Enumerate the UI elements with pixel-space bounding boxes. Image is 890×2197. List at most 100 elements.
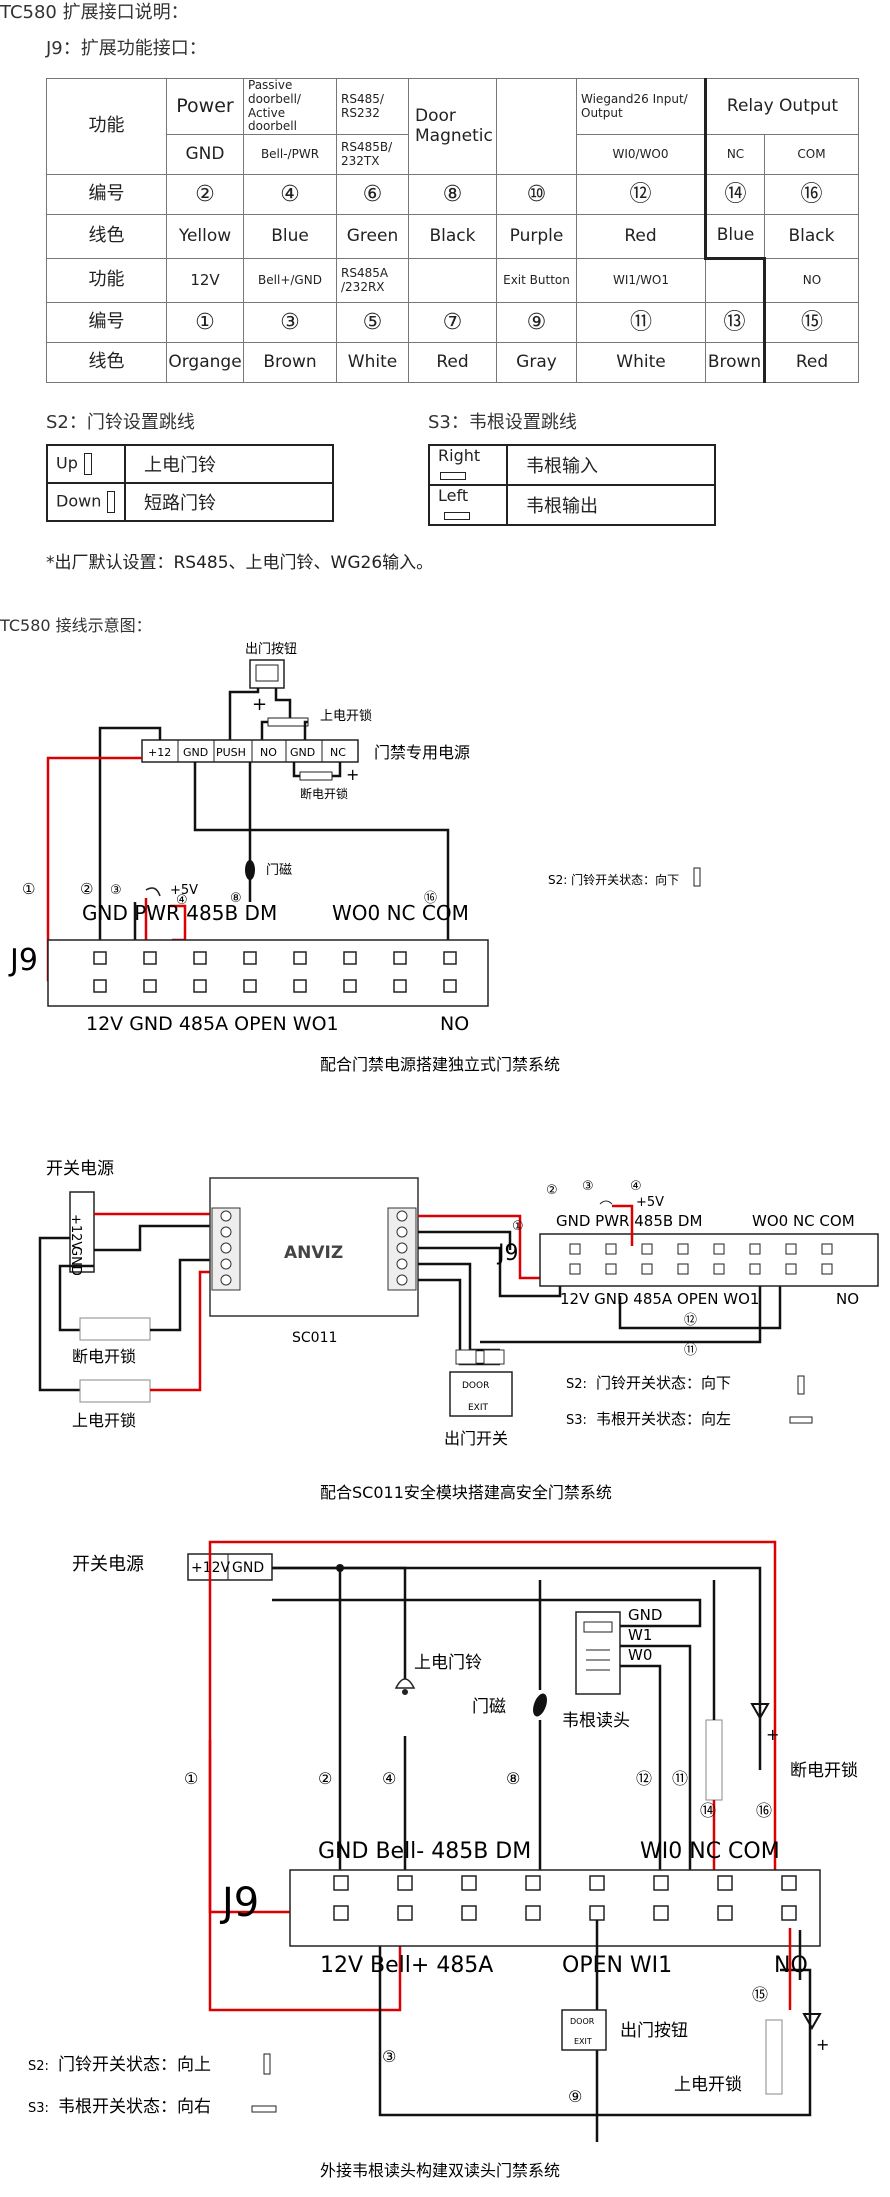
lock-on-label: 上电开锁 xyxy=(72,1411,136,1430)
wire-color: White xyxy=(576,342,706,384)
s2-state: S2: 门铃开关状态：向下 xyxy=(548,872,679,887)
exit-button-icon xyxy=(249,659,285,689)
func-cell: Exit Button xyxy=(496,258,577,304)
jumper-value: 短路门铃 xyxy=(124,482,334,522)
func-cell: Bell+/GND xyxy=(243,258,337,304)
psu-term: NO xyxy=(260,746,277,759)
wire-color: Black xyxy=(408,214,497,260)
door-magnetic-cell: Door Magnetic xyxy=(408,77,497,176)
pin-num: ⑤ xyxy=(336,302,409,344)
func-cell: NO xyxy=(763,258,860,304)
com-cell: COM xyxy=(763,134,860,176)
diagram-standalone: 出门按钮 + 上电开锁 +12 GND PUSH NO GND NC 门禁专用电… xyxy=(8,642,701,1074)
func-cell: WI1/WO1 xyxy=(576,258,706,304)
pin-num: ③ xyxy=(243,302,337,344)
wire-num: ④ xyxy=(630,1179,642,1194)
jumper-value: 韦根输入 xyxy=(506,444,716,486)
pin-num: ① xyxy=(166,302,244,344)
caption-1: 配合门禁电源搭建独立式门禁系统 xyxy=(320,1055,560,1074)
wi0wo0-cell: WI0/WO0 xyxy=(576,134,706,176)
wire-color: Blue xyxy=(704,214,765,261)
j9-connector xyxy=(539,1233,879,1287)
wire-color: Organge xyxy=(166,342,244,384)
wire-num: ④ xyxy=(176,893,188,908)
j9-top-pins: GND PWR 485B DM xyxy=(82,901,277,925)
psu-term: GND xyxy=(290,746,315,759)
wire-num: ⑫ xyxy=(636,1769,652,1788)
svg-text:DOOR: DOOR xyxy=(570,2017,595,2026)
func-cell xyxy=(408,258,497,304)
wire-color: Red xyxy=(408,342,497,384)
jumper-key: Left xyxy=(438,486,469,505)
wire-num: ① xyxy=(22,880,35,898)
color-label: 线色 xyxy=(46,214,167,260)
j9-connector xyxy=(289,1869,821,1947)
exit-switch-label: 出门开关 xyxy=(444,1429,508,1448)
s2-prefix: S2: xyxy=(28,2059,49,2074)
bell-icon xyxy=(145,887,161,897)
j9-bottom-no: NO xyxy=(440,1013,469,1035)
pin-num: ⑦ xyxy=(408,302,497,344)
func-cell: RS485A /232RX xyxy=(336,258,409,304)
nc-cell: NC xyxy=(704,134,765,176)
j9-heading: J9：扩展功能接口： xyxy=(46,38,207,59)
svg-text:EXIT: EXIT xyxy=(574,2037,592,2046)
rs485-cell: RS485/ RS232 xyxy=(336,77,409,136)
wire-color: Brown xyxy=(243,342,337,384)
wire-num: ② xyxy=(546,1183,558,1198)
wire-color: Blue xyxy=(243,214,337,260)
wire-num: ② xyxy=(80,880,93,898)
wire-num: ⑫ xyxy=(684,1313,697,1328)
diagram-sc011: 开关电源 +12V GND 断电开锁 上电开锁 ANVIZ SC011 DOOR… xyxy=(38,1159,879,1502)
caption-3: 外接韦根读头构建双读头门禁系统 xyxy=(320,2161,560,2180)
wire-num: ⑧ xyxy=(230,891,242,906)
switch-right-icon xyxy=(440,471,466,480)
func-cell xyxy=(705,258,766,304)
wire-num: ③ xyxy=(382,2047,396,2066)
j9-connector xyxy=(47,939,489,1007)
j9-top-pins-right: WI0 NC COM xyxy=(640,1839,780,1864)
psu-terminal-strip: +12 GND PUSH NO GND NC xyxy=(141,739,359,763)
switch-left-icon xyxy=(789,1416,813,1424)
switch-right-icon xyxy=(251,2105,277,2113)
svg-text:+: + xyxy=(766,1725,779,1744)
pin-num: ② xyxy=(166,174,244,216)
wire-num: ③ xyxy=(582,1179,594,1194)
wire-color: Black xyxy=(763,214,860,260)
j9-top-pins-right: WO0 NC COM xyxy=(752,1212,855,1230)
color-row-bottom: 线色 Organge Brown White Red Gray White Br… xyxy=(46,342,860,384)
psu-terminal xyxy=(187,1553,273,1581)
jumper-key: Up xyxy=(56,453,78,473)
s3-title: S3：韦根设置跳线 xyxy=(428,412,577,433)
j9-bottom-pins: 12V Bell+ 485A xyxy=(320,1953,493,1978)
lock-off-icon xyxy=(705,1719,723,1801)
rs485b-cell: RS485B/ 232TX xyxy=(336,134,409,176)
lock-off-icon xyxy=(79,1317,151,1341)
psu-label: 开关电源 xyxy=(72,1554,144,1575)
j9-label: J9 xyxy=(8,943,38,978)
switch-left-icon xyxy=(444,511,470,520)
color-label: 线色 xyxy=(46,342,167,384)
pin-num: ④ xyxy=(243,174,337,216)
caption-2: 配合SC011安全模块搭建高安全门禁系统 xyxy=(320,1483,612,1502)
door-magnet-icon xyxy=(533,1693,547,1717)
s2-state: 门铃开关状态：向上 xyxy=(58,2055,211,2075)
wire-num: ⑯ xyxy=(424,891,437,906)
svg-text:+: + xyxy=(816,2035,829,2054)
psu-term: +12V xyxy=(68,1214,83,1250)
exit-btn-label: 出门按钮 xyxy=(620,2021,688,2041)
jumper-key: Down xyxy=(56,491,102,511)
s3-state: 韦根开关状态：向左 xyxy=(596,1410,731,1428)
pin-num: ⑫ xyxy=(576,174,706,216)
j9-top-pins: GND PWR 485B DM xyxy=(556,1212,702,1230)
psu-term: +12 xyxy=(148,746,171,759)
pin-num: ⑮ xyxy=(763,302,860,344)
svg-text:+: + xyxy=(346,765,359,784)
gnd-cell: GND xyxy=(166,134,244,176)
switch-down-icon xyxy=(693,867,701,887)
j9-pin-table: 功能 Power Passive doorbell/ Active doorbe… xyxy=(46,77,860,384)
num-row-top: 编号 ② ④ ⑥ ⑧ ⑩ ⑫ ⑭ ⑯ xyxy=(46,174,860,216)
pin-num: ⑬ xyxy=(705,302,766,344)
